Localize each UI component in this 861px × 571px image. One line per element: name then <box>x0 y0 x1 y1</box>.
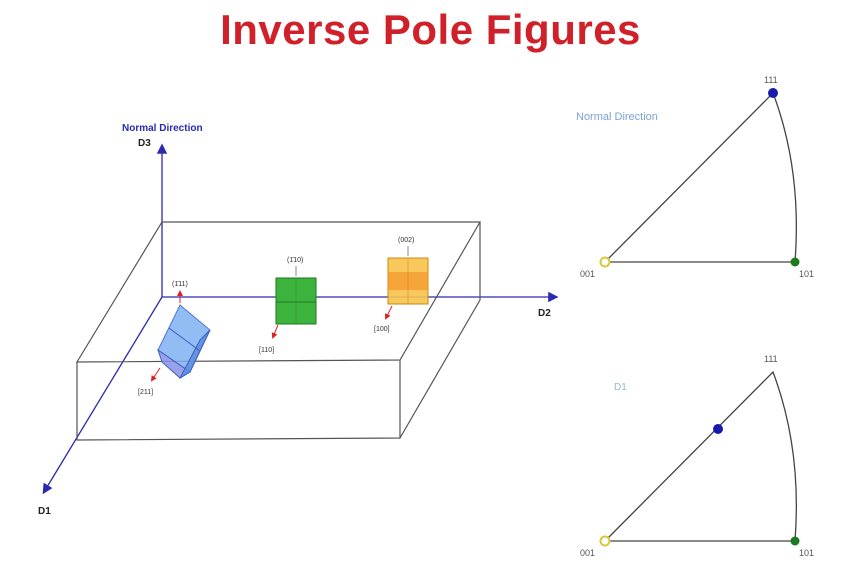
specimen-box <box>75 221 482 441</box>
ipf-top-corner-001: 001 <box>580 269 595 279</box>
ipf-top-caption: Normal Direction <box>576 111 658 123</box>
axis-d2-label: D2 <box>538 308 551 319</box>
axis-d3-label: D3 <box>138 138 151 149</box>
crystal-orange-direction: [100] <box>374 326 390 333</box>
crystal-green-plane: (1̄10) <box>287 257 303 264</box>
crystal-blue-direction: [211] <box>138 389 153 396</box>
ipf-top <box>599 88 800 268</box>
crystal-green-direction: [110] <box>259 347 274 354</box>
ipf-top-corner-101: 101 <box>799 269 814 279</box>
ipf-bottom <box>599 370 800 547</box>
ipf-bottom-point-mid <box>713 424 723 434</box>
ipf-bottom-corner-111: 111 <box>764 354 778 364</box>
ipf-bottom-corner-001: 001 <box>580 548 595 558</box>
ipf-top-point-111 <box>768 88 778 98</box>
axis-d1 <box>42 296 163 495</box>
crystal-orange-plane: (002) <box>398 237 414 244</box>
crystal-blue-plane: (1̄11) <box>172 281 188 288</box>
crystal-green <box>271 266 317 339</box>
ipf-bottom-caption: D1 <box>614 382 627 393</box>
crystal-blue <box>150 290 211 382</box>
ipf-top-point-101 <box>790 257 800 267</box>
ipf-bottom-point-101 <box>790 536 800 546</box>
axis-d3-caption: Normal Direction <box>122 123 203 134</box>
ipf-bottom-corner-101: 101 <box>799 548 814 558</box>
ipf-top-point-001 <box>599 256 611 268</box>
ipf-bottom-point-001 <box>599 535 611 547</box>
crystal-orange <box>385 246 429 320</box>
axis-d1-label: D1 <box>38 506 51 517</box>
ipf-top-corner-111: 111 <box>764 75 778 85</box>
page-title: Inverse Pole Figures <box>220 6 641 53</box>
